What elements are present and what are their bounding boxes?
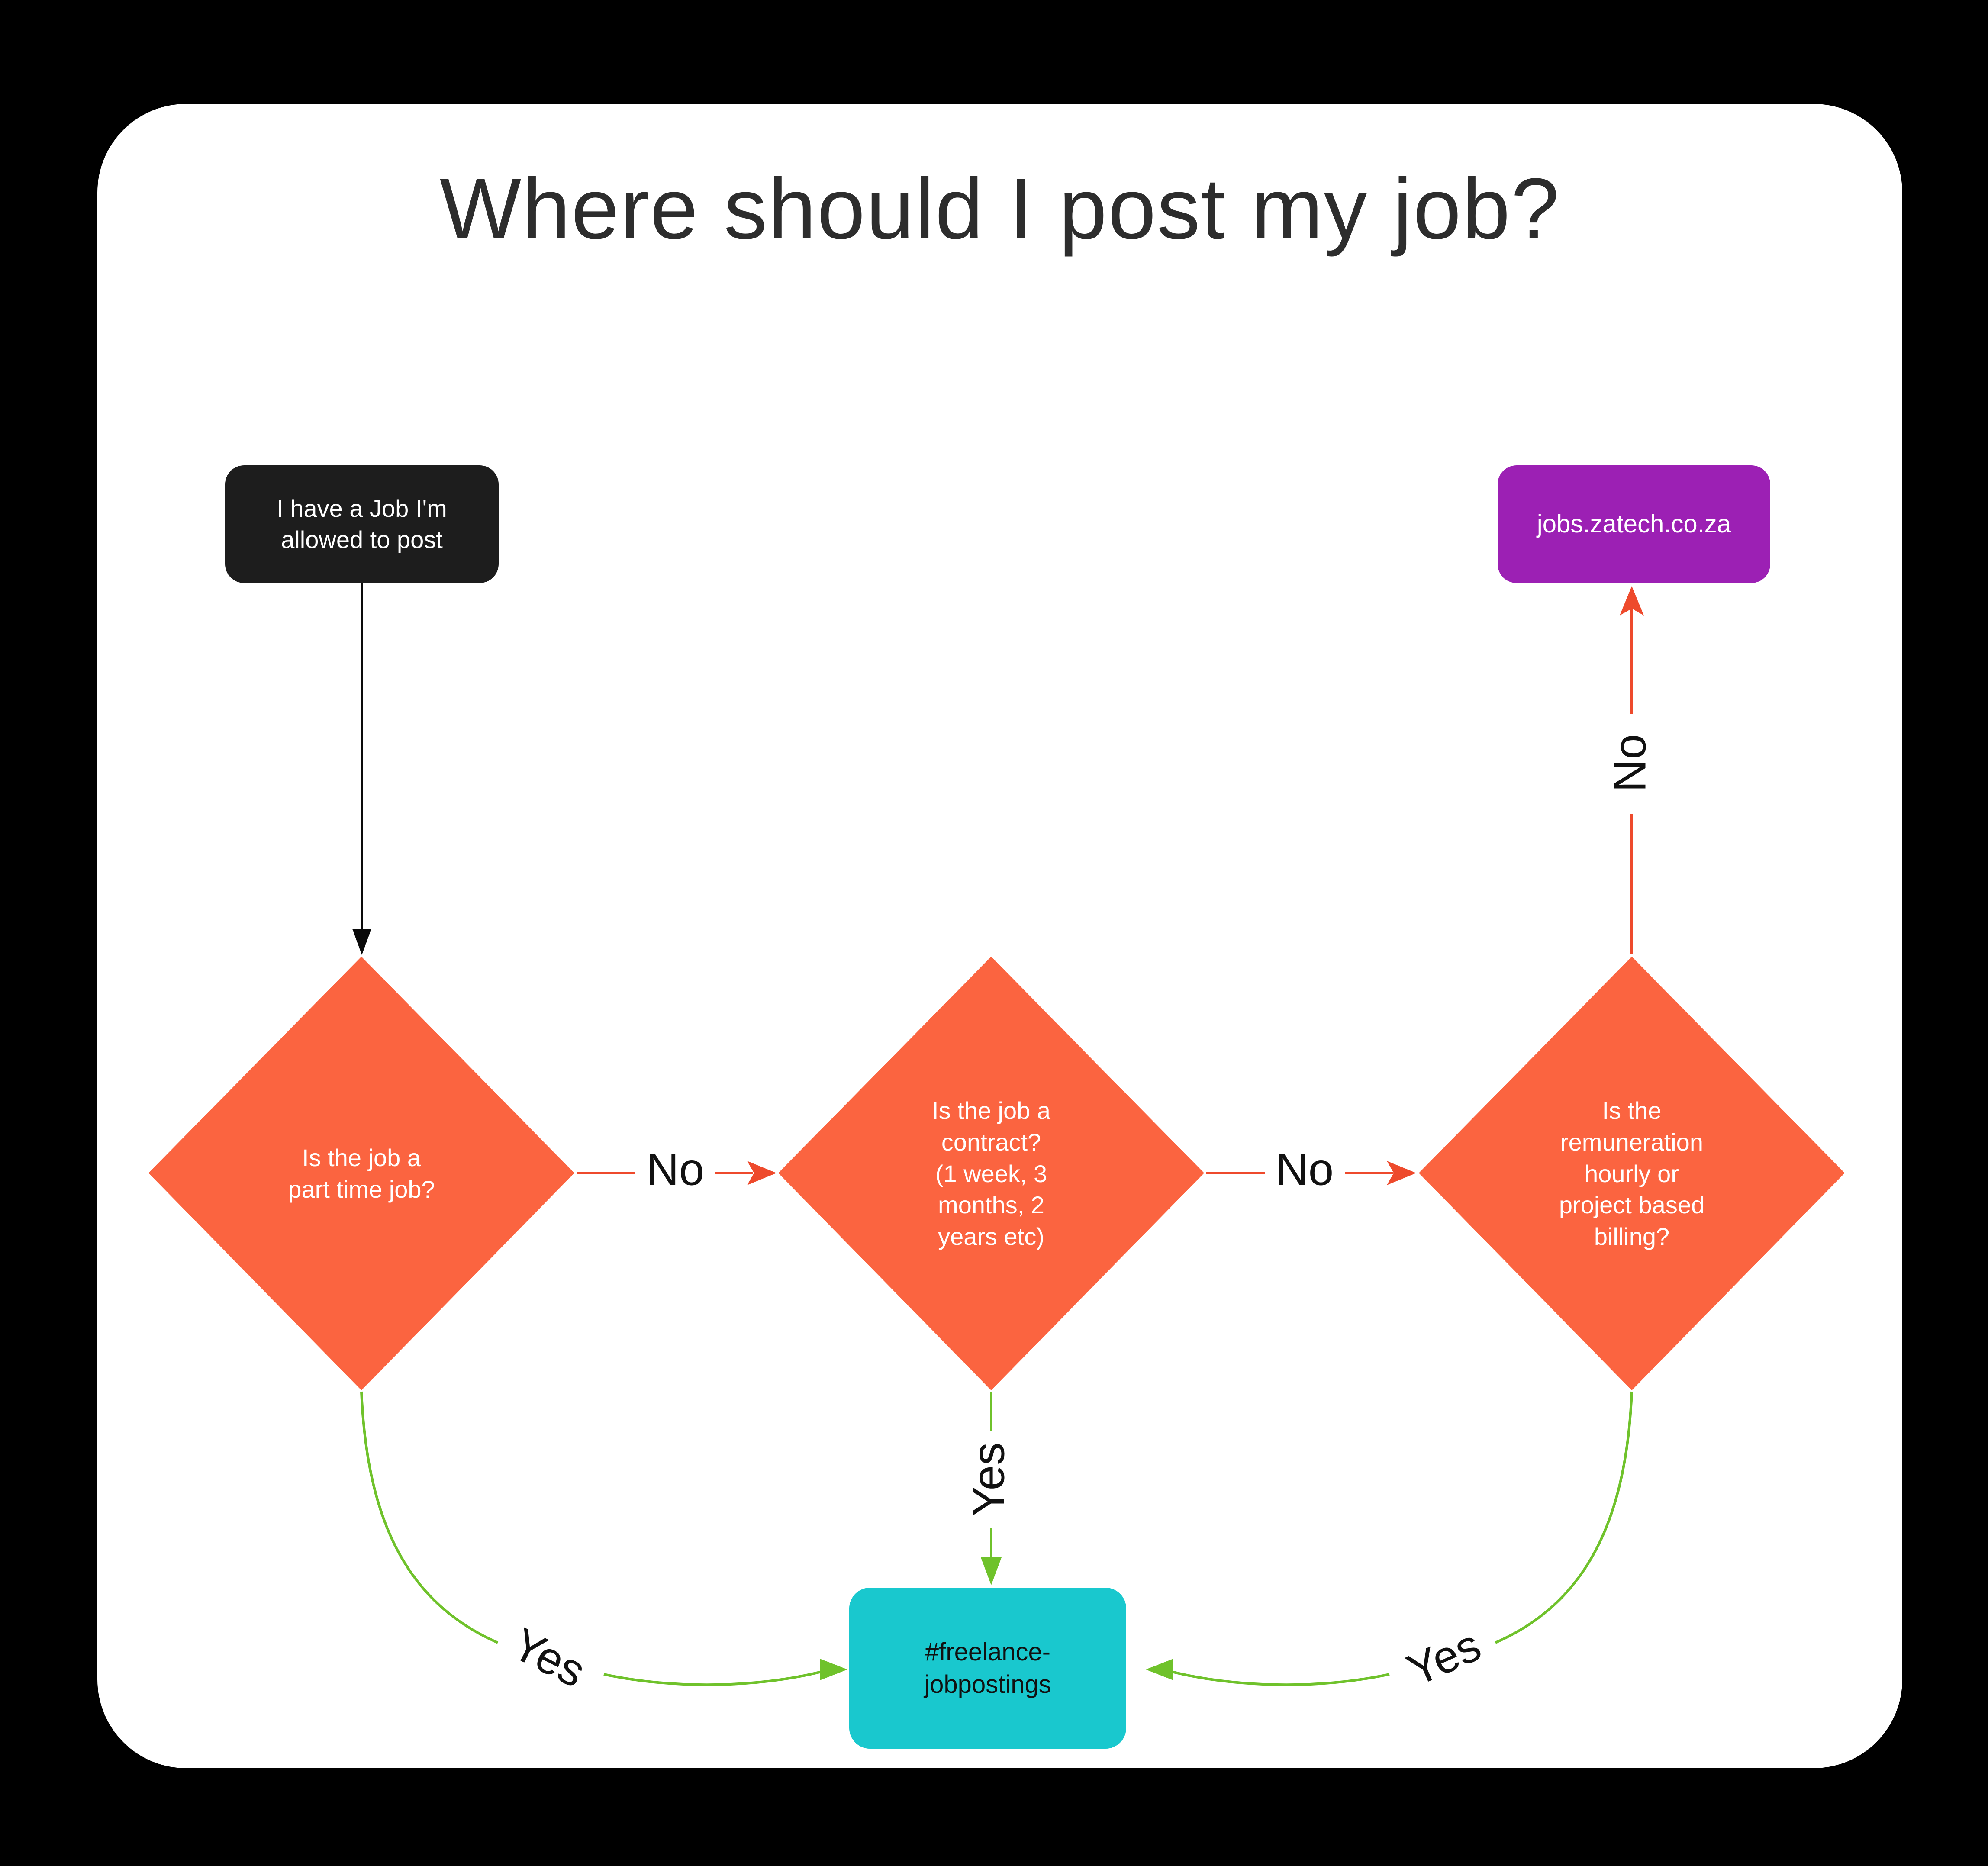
card-background [97, 104, 1902, 1768]
edge-yes-right-segment-b [1171, 1670, 1390, 1686]
diamond-label-contract: Is the job a contract? (1 week, 3 months… [932, 1097, 1050, 1250]
node-start: I have a Job I'm allowed to post [225, 465, 499, 583]
edge-label-no-3: No [1605, 734, 1656, 793]
arrowhead-start-to-parttime [352, 929, 371, 955]
diamond-remuneration [1419, 957, 1845, 1390]
page-title: Where should I post my job? [439, 161, 1560, 257]
arrowhead-no-2 [1387, 1161, 1416, 1185]
diamond-part-time [148, 957, 574, 1390]
edge-label-no-2: No [1275, 1144, 1334, 1195]
diamond-label-part-time: Is the job a part time job? [288, 1144, 435, 1203]
edge-label-no-1: No [646, 1144, 705, 1195]
diamond-label-remuneration: Is the remuneration hourly or project ba… [1559, 1097, 1705, 1250]
node-freelance-jobpostings: #freelance- jobpostings [849, 1588, 1126, 1749]
edge-yes-left-segment-b [603, 1670, 822, 1686]
arrowhead-no-1 [747, 1161, 777, 1185]
edge-label-yes-mid: Yes [963, 1442, 1014, 1517]
arrowhead-yes-right [1146, 1659, 1173, 1680]
edge-yes-left-segment-a [360, 1391, 499, 1644]
diamond-contract [778, 957, 1204, 1390]
arrowhead-yes-left [820, 1659, 847, 1680]
node-jobs-zatech: jobs.zatech.co.za [1498, 465, 1770, 583]
edge-yes-right-segment-a [1495, 1391, 1633, 1644]
arrowhead-no-3 [1620, 586, 1644, 616]
arrowhead-yes-mid [981, 1557, 1002, 1585]
